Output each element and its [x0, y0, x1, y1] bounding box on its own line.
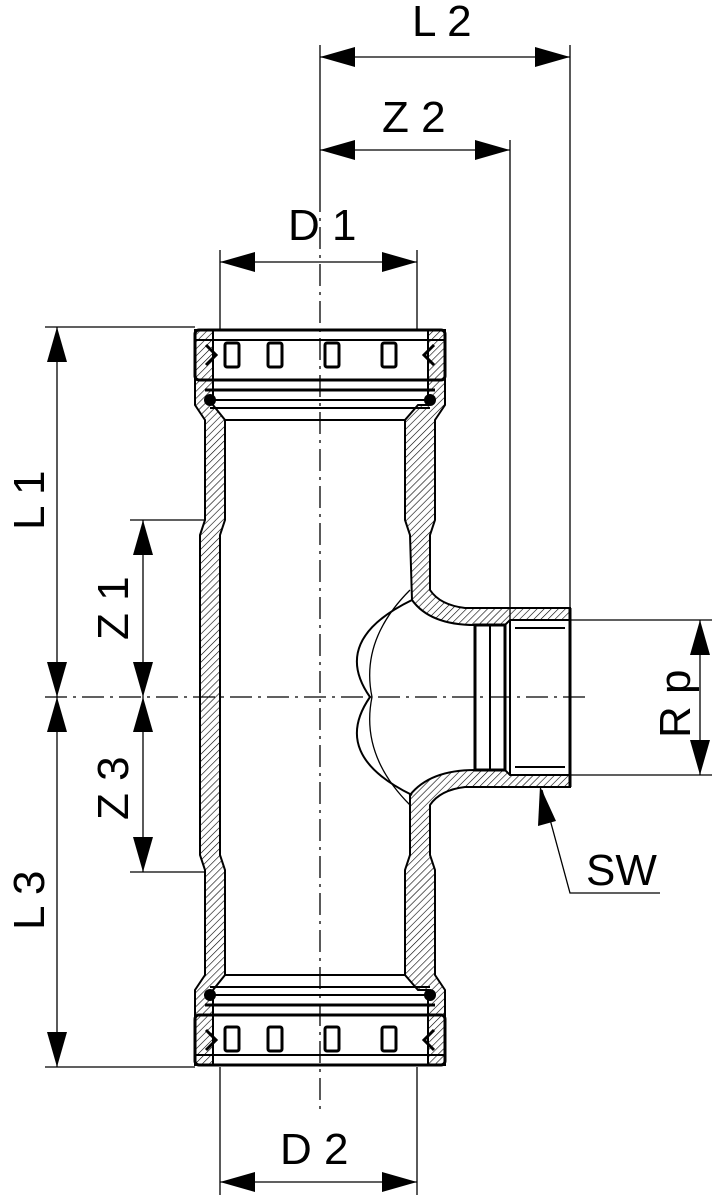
label-l3: L 3: [5, 870, 54, 930]
bottom-press-sleeve: [193, 986, 447, 1067]
dimension-z1: [130, 519, 205, 697]
label-z2: Z 2: [382, 93, 446, 142]
label-rp: R p: [651, 670, 700, 738]
dimension-z2: [320, 140, 511, 620]
dimension-l2: [319, 45, 571, 608]
label-sw: SW: [586, 846, 657, 895]
dimension-rp: [570, 619, 712, 776]
top-press-sleeve: [193, 328, 447, 409]
dimension-l1: [45, 326, 195, 697]
label-d2: D 2: [280, 1125, 348, 1174]
dimension-l3: [45, 697, 195, 1068]
label-d1: D 1: [288, 201, 356, 250]
dimension-z3: [130, 697, 205, 873]
dimension-d2: [219, 1067, 418, 1195]
leader-sw: [538, 786, 660, 894]
label-z1: Z 1: [89, 576, 138, 640]
label-l1: L 1: [5, 470, 54, 530]
label-l2: L 2: [412, 0, 472, 46]
label-z3: Z 3: [89, 756, 138, 820]
fitting-body: [194, 329, 572, 1066]
dimension-d1: [219, 250, 418, 330]
